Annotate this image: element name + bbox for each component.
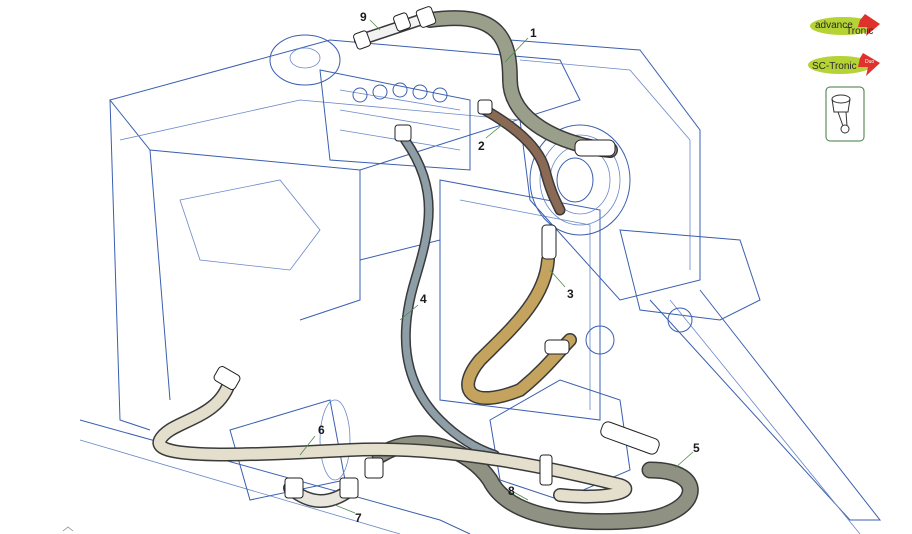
piston-icon <box>831 94 851 134</box>
hose-2 <box>481 106 564 214</box>
advance-label: advance <box>815 20 853 31</box>
caret-mark <box>62 526 74 532</box>
callouts: 1 2 3 4 5 6 7 8 9 <box>318 10 700 525</box>
hose-6 <box>153 374 631 503</box>
callout-9: 9 <box>360 10 367 24</box>
leader-lines <box>299 19 694 514</box>
callout-5: 5 <box>693 441 700 455</box>
callout-7: 7 <box>355 511 362 525</box>
hoses <box>152 10 699 531</box>
callout-6: 6 <box>318 423 325 437</box>
hose-3 <box>462 254 576 404</box>
red-arrow-icon <box>858 53 880 76</box>
callout-2: 2 <box>478 139 485 153</box>
callout-3: 3 <box>567 287 574 301</box>
piston-badge <box>825 86 865 142</box>
tronic-sublabel: Tronic <box>846 26 873 37</box>
sc-tronic-badge: SC-Tronic Duo <box>808 53 880 76</box>
hose-1-fill <box>423 11 617 157</box>
hose-4 <box>401 136 499 459</box>
red-arrow-icon <box>858 14 880 36</box>
machine-frame <box>79 34 882 534</box>
callout-4: 4 <box>420 292 427 306</box>
duo-sublabel: Duo <box>865 59 874 65</box>
sc-tronic-label: SC-Tronic <box>812 61 857 72</box>
valve-spools <box>352 82 448 103</box>
callout-1: 1 <box>530 26 537 40</box>
callout-8: 8 <box>508 484 515 498</box>
advance-tronic-badge: advance Tronic <box>810 14 880 37</box>
fittings <box>213 6 660 499</box>
hose-9 <box>355 15 425 45</box>
